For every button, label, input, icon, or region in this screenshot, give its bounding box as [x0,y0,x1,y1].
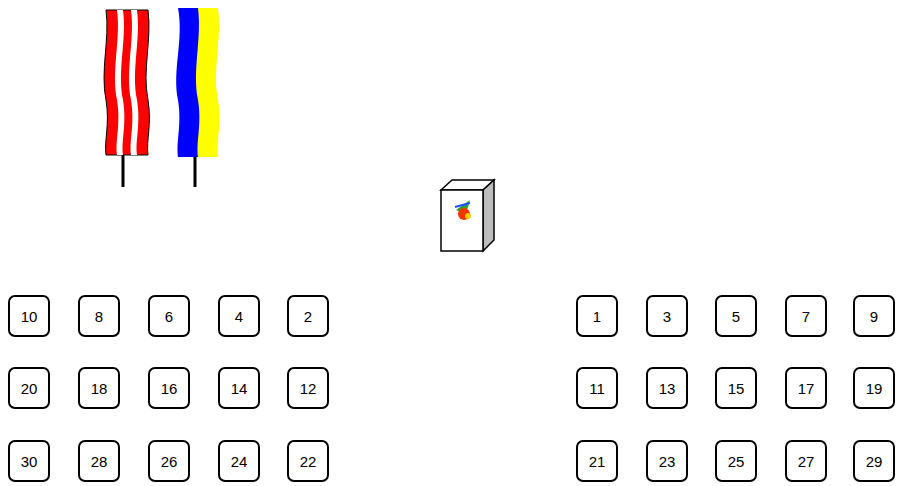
seat-box: 12 [287,367,329,409]
seat-box: 26 [148,440,190,482]
seat-number: 1 [593,308,601,325]
seat-box: 8 [78,295,120,337]
seat-number: 4 [235,308,243,325]
seat-number: 7 [802,308,810,325]
seat-number: 13 [659,380,676,397]
seat-box: 5 [715,295,757,337]
seat-number: 20 [21,380,38,397]
seat-number: 16 [161,380,178,397]
seat-number: 14 [231,380,248,397]
seat-number: 17 [798,380,815,397]
seat-box: 16 [148,367,190,409]
seat-box: 23 [646,440,688,482]
seat-number: 19 [866,380,883,397]
seat-number: 29 [866,453,883,470]
seat-box: 13 [646,367,688,409]
seat-box: 20 [8,367,50,409]
seat-number: 26 [161,453,178,470]
seat-box: 21 [576,440,618,482]
seat-box: 25 [715,440,757,482]
seat-number: 23 [659,453,676,470]
seat-number: 28 [91,453,108,470]
seat-box: 27 [785,440,827,482]
seat-box: 3 [646,295,688,337]
ballot-box [441,180,494,251]
seat-box: 15 [715,367,757,409]
seat-box: 28 [78,440,120,482]
seat-box: 18 [78,367,120,409]
seat-number: 25 [728,453,745,470]
seat-box: 22 [287,440,329,482]
red-white-flag [104,10,149,187]
seat-box: 7 [785,295,827,337]
seat-number: 24 [231,453,248,470]
seat-box: 10 [8,295,50,337]
seat-box: 2 [287,295,329,337]
seat-box: 14 [218,367,260,409]
seat-number: 3 [663,308,671,325]
seat-number: 21 [589,453,606,470]
seat-box: 19 [853,367,895,409]
seat-box: 9 [853,295,895,337]
seat-box: 29 [853,440,895,482]
seat-box: 1 [576,295,618,337]
seat-number: 10 [21,308,38,325]
seat-number: 9 [870,308,878,325]
blue-yellow-flag [176,8,219,187]
seat-box: 11 [576,367,618,409]
seat-number: 12 [300,380,317,397]
seat-number: 6 [165,308,173,325]
seat-number: 27 [798,453,815,470]
seat-number: 2 [304,308,312,325]
seat-number: 5 [732,308,740,325]
seat-number: 8 [95,308,103,325]
seat-box: 17 [785,367,827,409]
seat-box: 24 [218,440,260,482]
seat-number: 18 [91,380,108,397]
seat-box: 4 [218,295,260,337]
seat-number: 22 [300,453,317,470]
seat-number: 15 [728,380,745,397]
seat-box: 30 [8,440,50,482]
seat-box: 6 [148,295,190,337]
seat-number: 11 [589,380,605,397]
seat-number: 30 [21,453,38,470]
